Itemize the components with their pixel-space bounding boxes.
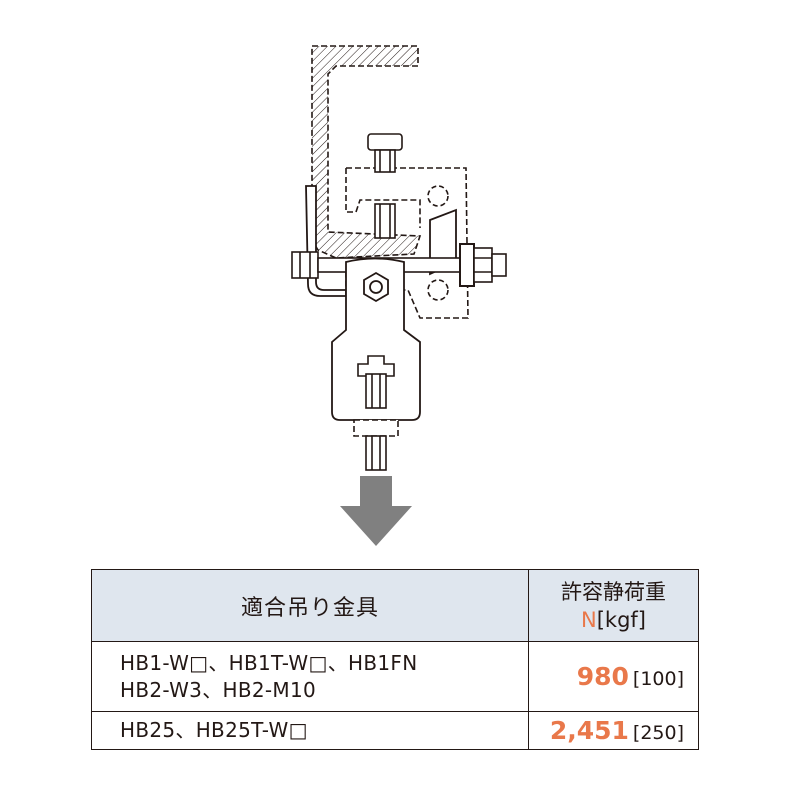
load-kgf-value: [250] bbox=[632, 722, 684, 744]
table-header-row: 適合吊り金具 許容静荷重 N[kgf] bbox=[91, 569, 699, 642]
arrow-down-icon bbox=[340, 476, 412, 546]
table-row: HB25、HB25T-W□ 2,451[250] bbox=[91, 711, 699, 750]
header-load-label: 許容静荷重 bbox=[561, 579, 666, 604]
row-fittings: HB25、HB25T-W□ bbox=[91, 711, 529, 750]
header-unit: N[kgf] bbox=[529, 606, 698, 634]
beam-clamp-diagram bbox=[291, 45, 507, 471]
row-load: 2,451[250] bbox=[528, 711, 699, 750]
row-fittings: HB1-W□、HB1T-W□、HB1FN HB2-W3、HB2-M10 bbox=[91, 641, 529, 712]
steel-beam-section bbox=[311, 45, 422, 259]
load-n-value: 2,451 bbox=[549, 716, 629, 745]
unit-kgf: [kgf] bbox=[596, 607, 646, 632]
load-kgf-value: [100] bbox=[632, 668, 684, 690]
allowable-load-table: 適合吊り金具 許容静荷重 N[kgf] HB1-W□、HB1T-W□、HB1FN… bbox=[91, 569, 699, 750]
unit-n: N bbox=[581, 607, 597, 632]
fittings-line: HB25、HB25T-W□ bbox=[120, 718, 308, 742]
set-bolt bbox=[367, 133, 403, 239]
hanger-link bbox=[331, 257, 421, 421]
load-n-value: 980 bbox=[576, 662, 629, 691]
fittings-line: HB2-W3、HB2-M10 bbox=[120, 677, 316, 702]
row-load: 980[100] bbox=[528, 641, 699, 712]
hanging-rod bbox=[353, 355, 399, 471]
table-row: HB1-W□、HB1T-W□、HB1FN HB2-W3、HB2-M10 980[… bbox=[91, 641, 699, 712]
header-fittings: 適合吊り金具 bbox=[91, 569, 529, 642]
fittings-line: HB1-W□、HB1T-W□、HB1FN bbox=[120, 650, 418, 675]
header-allowable-load: 許容静荷重 N[kgf] bbox=[528, 569, 699, 642]
